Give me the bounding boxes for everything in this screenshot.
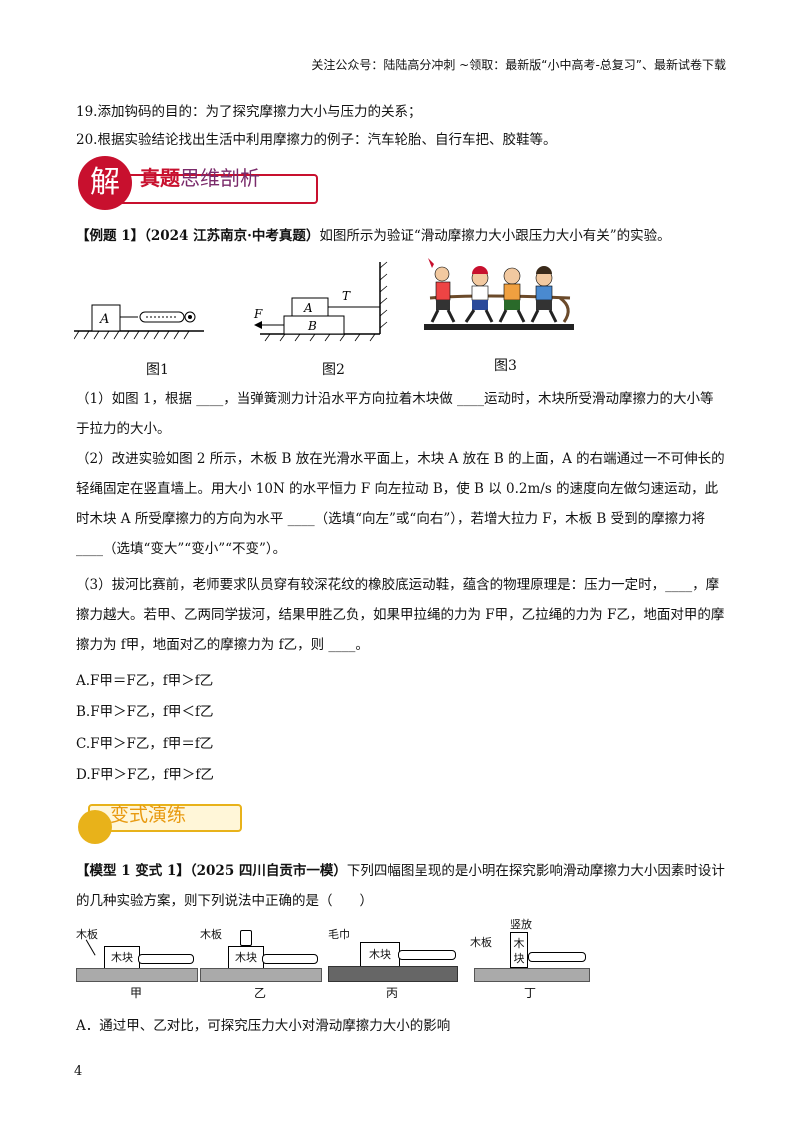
question-3: （3）拔河比赛前，老师要求队员穿有较深花纹的橡胶底运动鞋，蕴含的物理原理是：压力… bbox=[76, 577, 725, 653]
fig1-label-a: A bbox=[99, 312, 109, 327]
option-c: C.F甲＞F乙，f甲＝f乙 bbox=[76, 736, 214, 752]
variant-figure-ding: 竖放 木板 木块 丁 bbox=[470, 916, 590, 1002]
fig-yi-board bbox=[200, 968, 322, 982]
fig-ding-caption: 丁 bbox=[524, 986, 537, 1000]
example-stem: 如图所示为验证“滑动摩擦力大小跟压力大小有关”的实验。 bbox=[319, 228, 671, 244]
fig-bing-towel bbox=[328, 966, 458, 982]
fig-yi-block: 木块 bbox=[228, 946, 264, 970]
option-d: D.F甲＞F乙，f甲＞f乙 bbox=[76, 767, 214, 783]
figure-3-caption: 图3 bbox=[494, 358, 517, 374]
fig-yi-caption: 乙 bbox=[254, 986, 267, 1000]
page-number: 4 bbox=[74, 1064, 83, 1079]
fig-ding-surface-label: 木板 bbox=[470, 936, 492, 949]
banner-title-rest: 思维剖析 bbox=[180, 166, 260, 190]
figure-2-caption: 图2 bbox=[322, 362, 345, 378]
banner-title-red: 真题 bbox=[140, 166, 180, 190]
fig-bing-surface-label: 毛巾 bbox=[328, 928, 350, 941]
fig-jia-surface-label: 木板 bbox=[76, 928, 98, 941]
option-a: A.F甲＝F乙，f甲＞f乙 bbox=[76, 673, 214, 689]
banner-title: 真题思维剖析 bbox=[140, 162, 260, 191]
fig2-label-f: F bbox=[253, 307, 263, 321]
variant-figure-jia: 木板 木块 甲 bbox=[76, 926, 198, 1002]
example-tag: 【例题 1】 bbox=[76, 228, 145, 244]
fig-bing-caption: 丙 bbox=[386, 986, 399, 1000]
text-line-19: 19.添加钩码的目的：为了探究摩擦力大小与压力的关系； bbox=[76, 104, 422, 120]
banner2-frame bbox=[88, 804, 242, 832]
banner2-title: 变式演练 bbox=[110, 804, 187, 826]
variant-question: 【模型 1 变式 1】（2025 四川自贡市一模）下列四幅图呈现的是小明在探究影… bbox=[76, 856, 726, 916]
example-heading: 【例题 1】（2024 江苏南京·中考真题）如图所示为验证“滑动摩擦力大小跟压力… bbox=[76, 226, 671, 246]
question-2: （2）改进实验如图 2 所示，木板 B 放在光滑水平面上，木块 A 放在 B 的… bbox=[76, 451, 725, 557]
fig-ding-block: 木块 bbox=[510, 932, 528, 968]
fig-ding-spring-scale bbox=[528, 952, 586, 962]
option-b: B.F甲＞F乙，f甲＜f乙 bbox=[76, 704, 214, 720]
text-line-20: 20.根据实验结论找出生活中利用摩擦力的例子：汽车轮胎、自行车把、胶鞋等。 bbox=[76, 132, 557, 148]
fig-yi-surface-label: 木板 bbox=[200, 928, 222, 941]
fig2-label-t: T bbox=[342, 289, 351, 303]
figure-3-tug-of-war-illustration bbox=[424, 258, 574, 330]
page-header: 关注公众号：陆陆高分冲刺 ~领取：最新版“小中高考-总复习”、最新试卷下载 bbox=[311, 58, 726, 72]
fig-yi-spring-scale bbox=[262, 954, 318, 964]
question-1: （1）如图 1，根据 ____，当弹簧测力计沿水平方向拉着木块做 ____运动时… bbox=[76, 391, 714, 437]
variant-figure-bing: 毛巾 木块 丙 bbox=[328, 926, 458, 1002]
fig-jia-spring-scale bbox=[138, 954, 194, 964]
fig-jia-caption: 甲 bbox=[130, 986, 143, 1000]
variant-source: （2025 四川自贡市一模） bbox=[189, 863, 347, 879]
section-banner-zhenti: 解 真题思维剖析 bbox=[78, 156, 328, 212]
fig-jia-board bbox=[76, 968, 198, 982]
banner2-circle bbox=[78, 810, 112, 844]
fig-ding-note: 竖放 bbox=[510, 918, 532, 931]
variant-stem: 下列四幅图呈现的是小明在探究影响滑动摩擦力大小因素时设计的几种实验方案，则下列说… bbox=[76, 863, 725, 909]
fig-bing-block: 木块 bbox=[360, 942, 400, 968]
variant-tag: 【模型 1 变式 1】 bbox=[76, 863, 190, 879]
fig-yi-weight bbox=[240, 930, 252, 946]
fig2-label-b: B bbox=[307, 319, 317, 333]
figure-2: B A T F bbox=[253, 261, 388, 342]
fig-bing-spring-scale bbox=[398, 950, 456, 960]
badge-jie: 解 bbox=[78, 156, 132, 210]
example-source: （2024 江苏南京·中考真题） bbox=[144, 228, 320, 244]
fig2-label-a: A bbox=[303, 301, 313, 315]
variant-figure-yi: 木板 木块 乙 bbox=[200, 926, 322, 1002]
figure-1: A bbox=[74, 304, 204, 340]
section-banner-bianshi: 变式演练 bbox=[78, 794, 242, 844]
variant-option-a: A．通过甲、乙对比，可探究压力大小对滑动摩擦力大小的影响 bbox=[76, 1018, 451, 1034]
figure-1-caption: 图1 bbox=[146, 362, 169, 378]
fig-ding-board bbox=[474, 968, 590, 982]
fig-jia-block: 木块 bbox=[104, 946, 140, 970]
